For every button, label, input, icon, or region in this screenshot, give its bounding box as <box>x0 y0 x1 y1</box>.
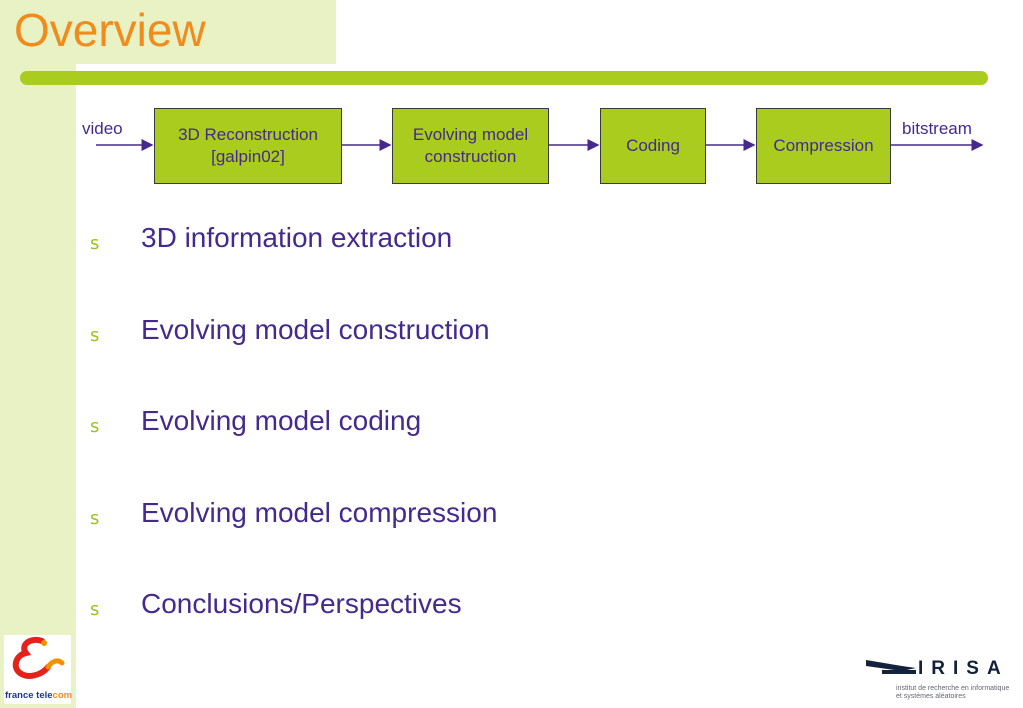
box-compression: Compression <box>756 108 891 184</box>
slide-title: Overview <box>14 4 206 56</box>
box-evolving-model-construction: Evolving model construction <box>392 108 549 184</box>
box-line: 3D Reconstruction <box>178 124 318 144</box>
irisa-logo-icon <box>866 660 916 674</box>
bullet-marker: s <box>90 416 100 437</box>
irisa-subtitle-line: et systèmes aléatoires <box>896 693 966 701</box>
bullet-marker: s <box>90 599 100 620</box>
box-line: [galpin02] <box>211 147 285 166</box>
sidebar-band <box>0 0 76 708</box>
bullet-text: Evolving model coding <box>141 405 422 436</box>
irisa-subtitle-line: institut de recherche en informatique <box>896 685 1010 692</box>
bullet-text: Evolving model construction <box>141 313 490 345</box>
bullet-marker: s <box>90 324 100 346</box>
box-3d-reconstruction: 3D Reconstruction [galpin02] <box>154 108 342 184</box>
pipeline-diagram: video bitstream 3D Reconstruction [galpi… <box>0 100 1023 200</box>
caption-accent: com <box>52 690 73 701</box>
title-band <box>0 0 336 64</box>
bullet-marker: s <box>90 233 100 254</box>
box-line: Evolving model <box>412 124 529 144</box>
irisa-subtitle: institut de recherche en informatique et… <box>896 685 1009 701</box>
title-rule-mask <box>76 85 988 100</box>
bullet-text: 3D information extraction <box>141 222 453 253</box>
irisa-logo: IRISA institut de recherche en informati… <box>862 652 1023 708</box>
france-telecom-caption: france telecom <box>5 690 73 701</box>
irisa-wordmark: IRISA <box>918 658 1009 679</box>
france-telecom-logo-icon <box>12 637 65 679</box>
input-label: video <box>82 119 123 138</box>
box-line: Coding <box>626 135 680 155</box>
france-telecom-logo: france telecom <box>4 635 73 704</box>
output-label: bitstream <box>902 119 972 138</box>
box-coding: Coding <box>600 108 706 184</box>
title-rule <box>20 71 988 85</box>
pipeline-arrows <box>96 139 984 151</box>
bullet-marker: s <box>90 507 100 529</box>
box-line: Compression <box>773 135 874 155</box>
box-line: construction <box>424 147 517 166</box>
bullet-text: Evolving model compression <box>141 496 498 528</box>
caption-part: france tele <box>5 690 53 701</box>
bullet-text: Conclusions/Perspectives <box>141 588 462 619</box>
